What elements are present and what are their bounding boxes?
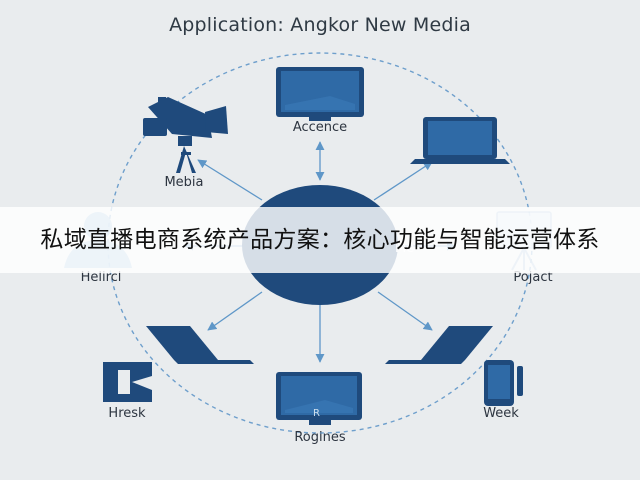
node-label-bottom-left: Hresk: [108, 406, 146, 421]
node-label-top-left: Mebia: [164, 175, 204, 190]
logo-icon: [103, 362, 152, 402]
phone-icon: [484, 360, 523, 406]
node-label-right: Pojact: [513, 270, 553, 285]
camera-icon: [143, 97, 228, 173]
node-label-bottom-right: Week: [483, 406, 519, 421]
svg-text:R: R: [313, 408, 320, 419]
arrow-bottom-right: [377, 291, 433, 331]
node-label-bottom: Rogines: [294, 430, 346, 445]
node-label-top: Accence: [292, 120, 348, 135]
node-label-left: Helircl: [80, 270, 122, 285]
open-laptop-left-icon: [146, 326, 254, 364]
open-laptop-right-icon: [385, 326, 493, 364]
arrow-top-left: [197, 159, 263, 201]
laptop-icon: [410, 117, 510, 164]
diagram-title: Application: Angkor New Media: [169, 14, 471, 36]
bottom-monitor-icon: R: [276, 372, 362, 425]
arrow-bottom-left: [207, 291, 263, 331]
arrow-top-right: [373, 161, 433, 201]
caption-banner: [0, 207, 640, 273]
caption-banner-text: 私域直播电商系统产品方案：核心功能与智能运营体系: [40, 227, 600, 253]
monitor-icon: [276, 67, 364, 121]
